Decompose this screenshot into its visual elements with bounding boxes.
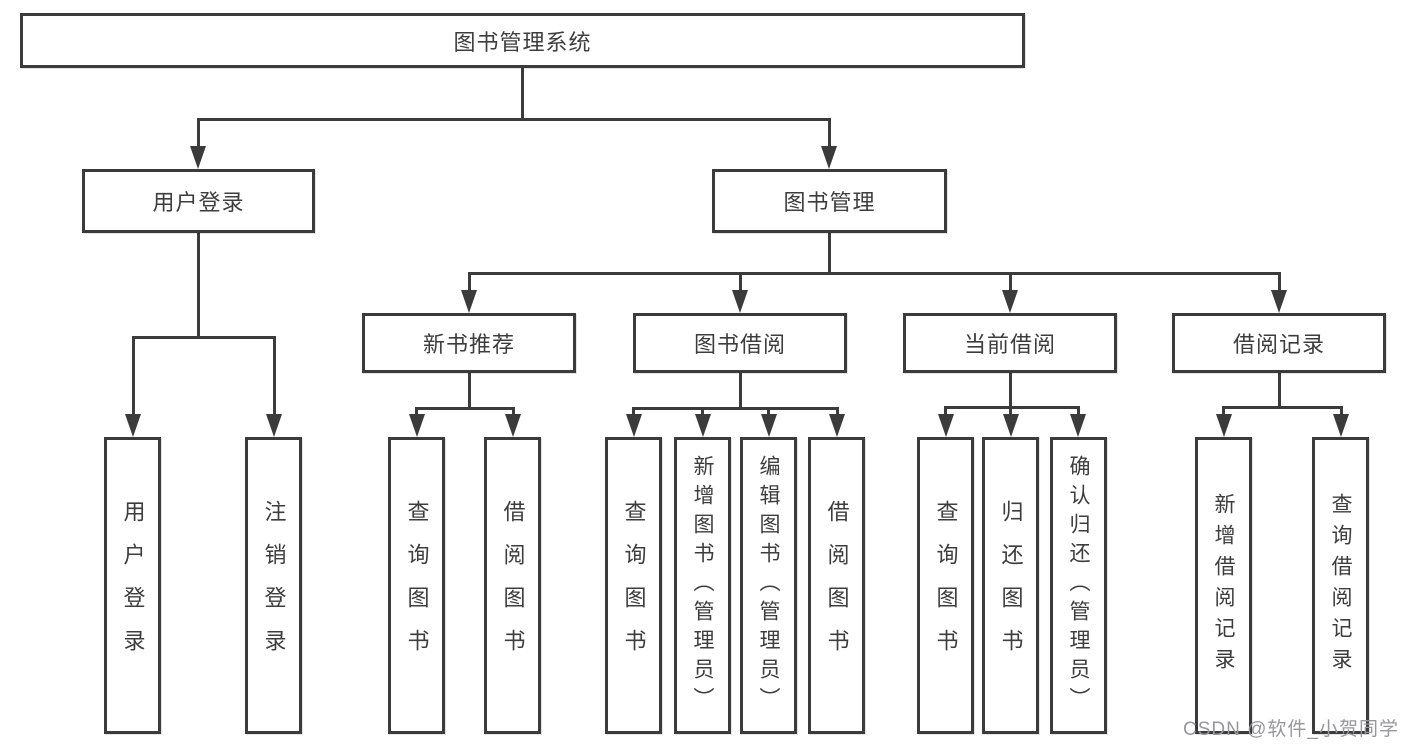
connector-line [739, 272, 742, 292]
leaf-add-borrow-record: 新增借阅记录 [1195, 437, 1252, 734]
node-borrow-record: 借阅记录 [1172, 313, 1386, 373]
arrow-down-icon [829, 414, 845, 437]
leaf-query-borrow-record: 查询借阅记录 [1312, 437, 1369, 734]
connector-line [944, 406, 1080, 409]
leaf-label: 注销登录 [261, 499, 287, 672]
leaf-return-book: 归还图书 [982, 437, 1039, 734]
arrow-down-icon [1333, 414, 1349, 437]
node-root: 图书管理系统 [20, 13, 1025, 68]
node-book-borrow: 图书借阅 [633, 313, 847, 373]
leaf-label: 借阅图书 [500, 499, 526, 672]
connector-line [1340, 406, 1343, 418]
connector-line [1009, 406, 1012, 418]
leaf-label: 新增借阅记录 [1212, 492, 1235, 679]
connector-line [632, 407, 635, 419]
connector-line [512, 407, 515, 419]
connector-line [632, 407, 839, 410]
leaf-label: 借阅图书 [824, 499, 850, 672]
arrow-down-icon [732, 290, 748, 313]
arrow-down-icon [695, 414, 711, 437]
leaf-label: 用户登录 [120, 499, 146, 672]
connector-line [197, 233, 200, 339]
connector-line [197, 118, 200, 148]
arrow-down-icon [461, 290, 477, 313]
leaf-label: 归还图书 [998, 499, 1024, 672]
leaf-confirm-return-admin: 确认归还（管理员） [1050, 437, 1107, 734]
node-user-login: 用户登录 [82, 169, 315, 233]
arrow-down-icon [409, 414, 425, 437]
connector-line [1009, 373, 1012, 409]
arrow-down-icon [190, 146, 206, 169]
connector-line [273, 336, 276, 416]
arrow-down-icon [821, 146, 837, 169]
leaf-label: 编辑图书（管理员） [757, 455, 780, 716]
arrow-down-icon [505, 414, 521, 437]
leaf-label: 查询图书 [933, 499, 959, 672]
leaf-label: 查询借阅记录 [1329, 492, 1352, 679]
arrow-down-icon [938, 414, 954, 437]
connector-line [1278, 272, 1281, 292]
connector-line [132, 336, 135, 416]
node-new-book-recommend: 新书推荐 [362, 313, 576, 373]
connector-line [828, 118, 831, 148]
arrow-down-icon [1271, 290, 1287, 313]
arrow-down-icon [1002, 290, 1018, 313]
leaf-logout: 注销登录 [245, 437, 302, 734]
arrow-down-icon [1003, 414, 1019, 437]
leaf-label: 查询图书 [621, 499, 647, 672]
connector-line [739, 373, 742, 410]
arrow-down-icon [266, 414, 282, 437]
connector-line [1009, 272, 1012, 292]
leaf-query-book-2: 查询图书 [605, 437, 662, 734]
leaf-label: 新增图书（管理员） [691, 455, 714, 716]
node-book-management: 图书管理 [712, 169, 947, 233]
arrow-down-icon [761, 414, 777, 437]
connector-line [468, 272, 471, 292]
node-current-borrow: 当前借阅 [903, 313, 1117, 373]
connector-line [132, 336, 276, 339]
leaf-query-book-1: 查询图书 [388, 437, 445, 734]
connector-line [468, 373, 471, 410]
csdn-watermark: CSDN @软件_小贺同学 [1183, 719, 1399, 740]
connector-line [828, 233, 831, 275]
leaf-label: 确认归还（管理员） [1067, 455, 1090, 716]
connector-line [415, 407, 418, 419]
arrow-down-icon [626, 414, 642, 437]
connector-line [415, 407, 515, 410]
leaf-user-login: 用户登录 [104, 437, 161, 734]
connector-line [1222, 406, 1225, 418]
leaf-add-book-admin: 新增图书（管理员） [674, 437, 731, 734]
leaf-edit-book-admin: 编辑图书（管理员） [740, 437, 797, 734]
connector-line [836, 407, 839, 419]
connector-line [767, 407, 770, 419]
arrow-down-icon [125, 414, 141, 437]
leaf-borrow-book-2: 借阅图书 [808, 437, 865, 734]
leaf-query-book-3: 查询图书 [917, 437, 974, 734]
connector-line [1222, 406, 1343, 409]
arrow-down-icon [1070, 414, 1086, 437]
connector-line [701, 407, 704, 419]
connector-line [521, 67, 524, 120]
connector-line [468, 272, 1281, 275]
connector-line [1077, 406, 1080, 418]
connector-line [1278, 373, 1281, 409]
arrow-down-icon [1216, 414, 1232, 437]
leaf-borrow-book-1: 借阅图书 [484, 437, 541, 734]
connector-line [197, 118, 831, 121]
connector-line [944, 406, 947, 418]
leaf-label: 查询图书 [404, 499, 430, 672]
